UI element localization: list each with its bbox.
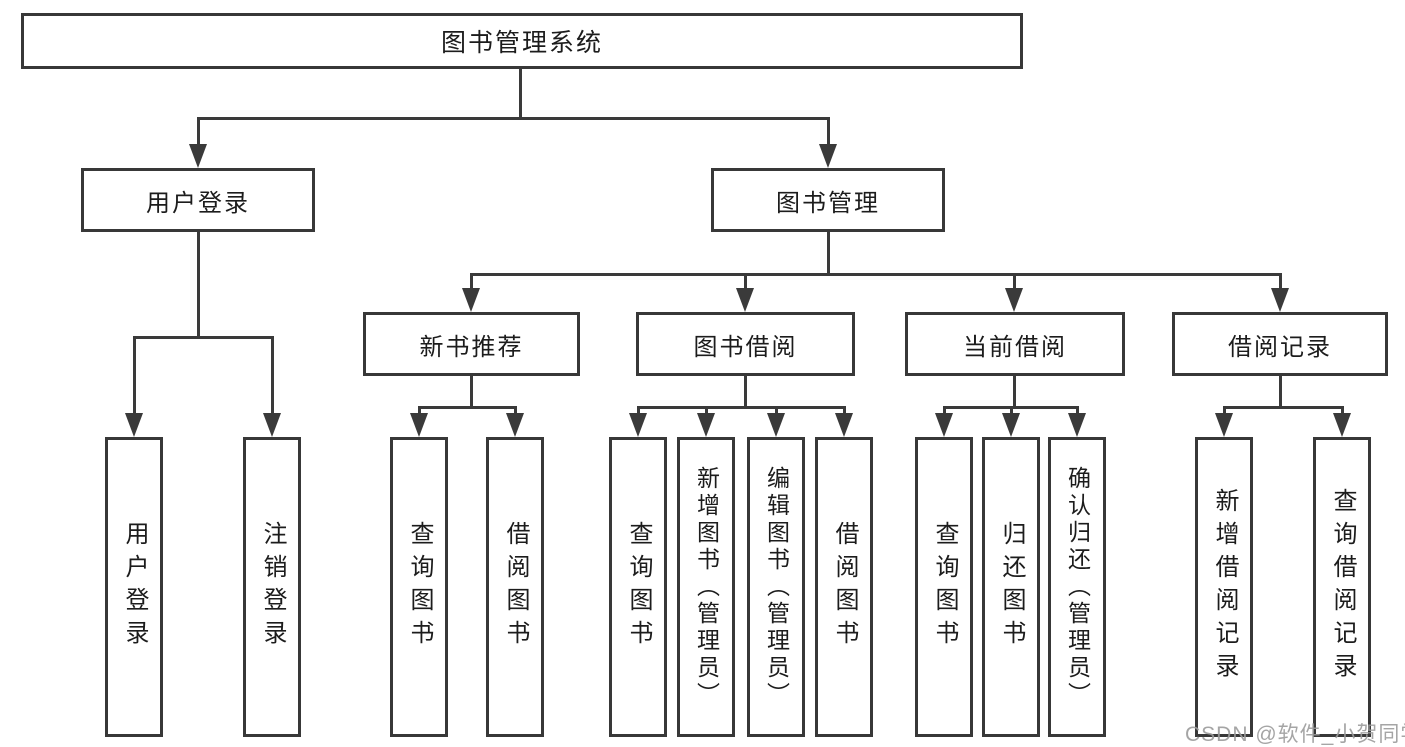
leaf-return-books: 归还图书 (982, 437, 1040, 737)
leaf-borrow-books: 借阅图书 (486, 437, 544, 737)
node-label: 图书管理 (776, 189, 880, 217)
node-label: 新书推荐 (419, 333, 524, 361)
csdn-watermark: CSDN @软件_小贺同学 (1185, 723, 1405, 746)
connector-line (1013, 376, 1016, 408)
node-current-borrowing: 当前借阅 (905, 312, 1125, 376)
connector-line (271, 336, 274, 416)
arrow-down-icon (462, 288, 480, 312)
arrow-down-icon (819, 144, 837, 168)
arrow-down-icon (629, 413, 647, 437)
connector-line (943, 406, 946, 416)
leaf-label: 借阅图书 (502, 521, 529, 653)
arrow-down-icon (1333, 413, 1351, 437)
arrow-down-icon (263, 413, 281, 437)
connector-line (775, 406, 778, 416)
connector-line (1279, 273, 1282, 291)
arrow-down-icon (506, 413, 524, 437)
arrow-down-icon (1271, 288, 1289, 312)
leaf-label: 查询借阅记录 (1329, 488, 1356, 686)
leaf-query-books: 查询图书 (390, 437, 448, 737)
connector-line (1341, 406, 1344, 416)
connector-line (514, 406, 517, 416)
node-label: 借阅记录 (1228, 333, 1332, 361)
connector-line (1076, 406, 1079, 416)
connector-line (827, 232, 830, 275)
node-borrowing-records: 借阅记录 (1172, 312, 1388, 376)
connector-line (470, 376, 473, 408)
leaf-borrow-books: 借阅图书 (815, 437, 873, 737)
arrow-down-icon (736, 288, 754, 312)
connector-line (470, 273, 1281, 276)
leaf-label: 确认归还（管理员） (1064, 465, 1091, 709)
node-book-borrowing: 图书借阅 (636, 312, 855, 376)
connector-line (197, 117, 830, 120)
arrow-down-icon (1215, 413, 1233, 437)
connector-line (637, 406, 640, 416)
arrow-down-icon (189, 144, 207, 168)
leaf-label: 新增图书（管理员） (693, 465, 720, 709)
arrow-down-icon (1005, 288, 1023, 312)
connector-line (1010, 406, 1013, 416)
connector-line (1223, 406, 1226, 416)
connector-line (133, 336, 136, 416)
leaf-label: 借阅图书 (831, 521, 858, 653)
arrow-down-icon (1002, 413, 1020, 437)
arrow-down-icon (410, 413, 428, 437)
leaf-add-borrow-record: 新增借阅记录 (1195, 437, 1253, 737)
connector-line (744, 273, 747, 291)
connector-line (827, 118, 830, 147)
connector-line (1013, 273, 1016, 291)
leaf-user-login: 用户登录 (105, 437, 163, 737)
connector-line (418, 406, 421, 416)
leaf-edit-books-admin: 编辑图书（管理员） (747, 437, 805, 737)
leaf-label: 新增借阅记录 (1211, 488, 1238, 686)
arrow-down-icon (1068, 413, 1086, 437)
arrow-down-icon (125, 413, 143, 437)
connector-line (843, 406, 846, 416)
connector-line (197, 232, 200, 338)
arrow-down-icon (767, 413, 785, 437)
leaf-label: 查询图书 (625, 521, 652, 653)
connector-line (1279, 376, 1282, 408)
leaf-label: 用户登录 (121, 521, 148, 653)
connector-line (470, 273, 473, 291)
leaf-logout-login: 注销登录 (243, 437, 301, 737)
connector-line (705, 406, 708, 416)
leaf-label: 编辑图书（管理员） (763, 465, 790, 709)
leaf-query-books: 查询图书 (609, 437, 667, 737)
node-book-management: 图书管理 (711, 168, 945, 232)
leaf-label: 注销登录 (259, 521, 286, 653)
connector-line (197, 118, 200, 147)
leaf-label: 查询图书 (406, 521, 433, 653)
leaf-confirm-return-admin: 确认归还（管理员） (1048, 437, 1106, 737)
arrow-down-icon (935, 413, 953, 437)
leaf-label: 查询图书 (931, 521, 958, 653)
node-user-login: 用户登录 (81, 168, 315, 232)
arrow-down-icon (697, 413, 715, 437)
connector-line (418, 406, 517, 409)
node-label: 图书管理系统 (440, 29, 603, 57)
connector-line (519, 69, 522, 119)
connector-line (1223, 406, 1344, 409)
node-label: 当前借阅 (963, 333, 1067, 361)
connector-line (637, 406, 846, 409)
leaf-add-books-admin: 新增图书（管理员） (677, 437, 735, 737)
leaf-query-books: 查询图书 (915, 437, 973, 737)
connector-line (133, 336, 274, 339)
node-new-book-recommend: 新书推荐 (363, 312, 580, 376)
node-label: 用户登录 (146, 189, 250, 217)
arrow-down-icon (835, 413, 853, 437)
leaf-query-borrow-record: 查询借阅记录 (1313, 437, 1371, 737)
leaf-label: 归还图书 (998, 521, 1025, 653)
connector-line (744, 376, 747, 408)
node-label: 图书借阅 (693, 333, 798, 361)
node-library-management-system: 图书管理系统 (21, 13, 1023, 69)
